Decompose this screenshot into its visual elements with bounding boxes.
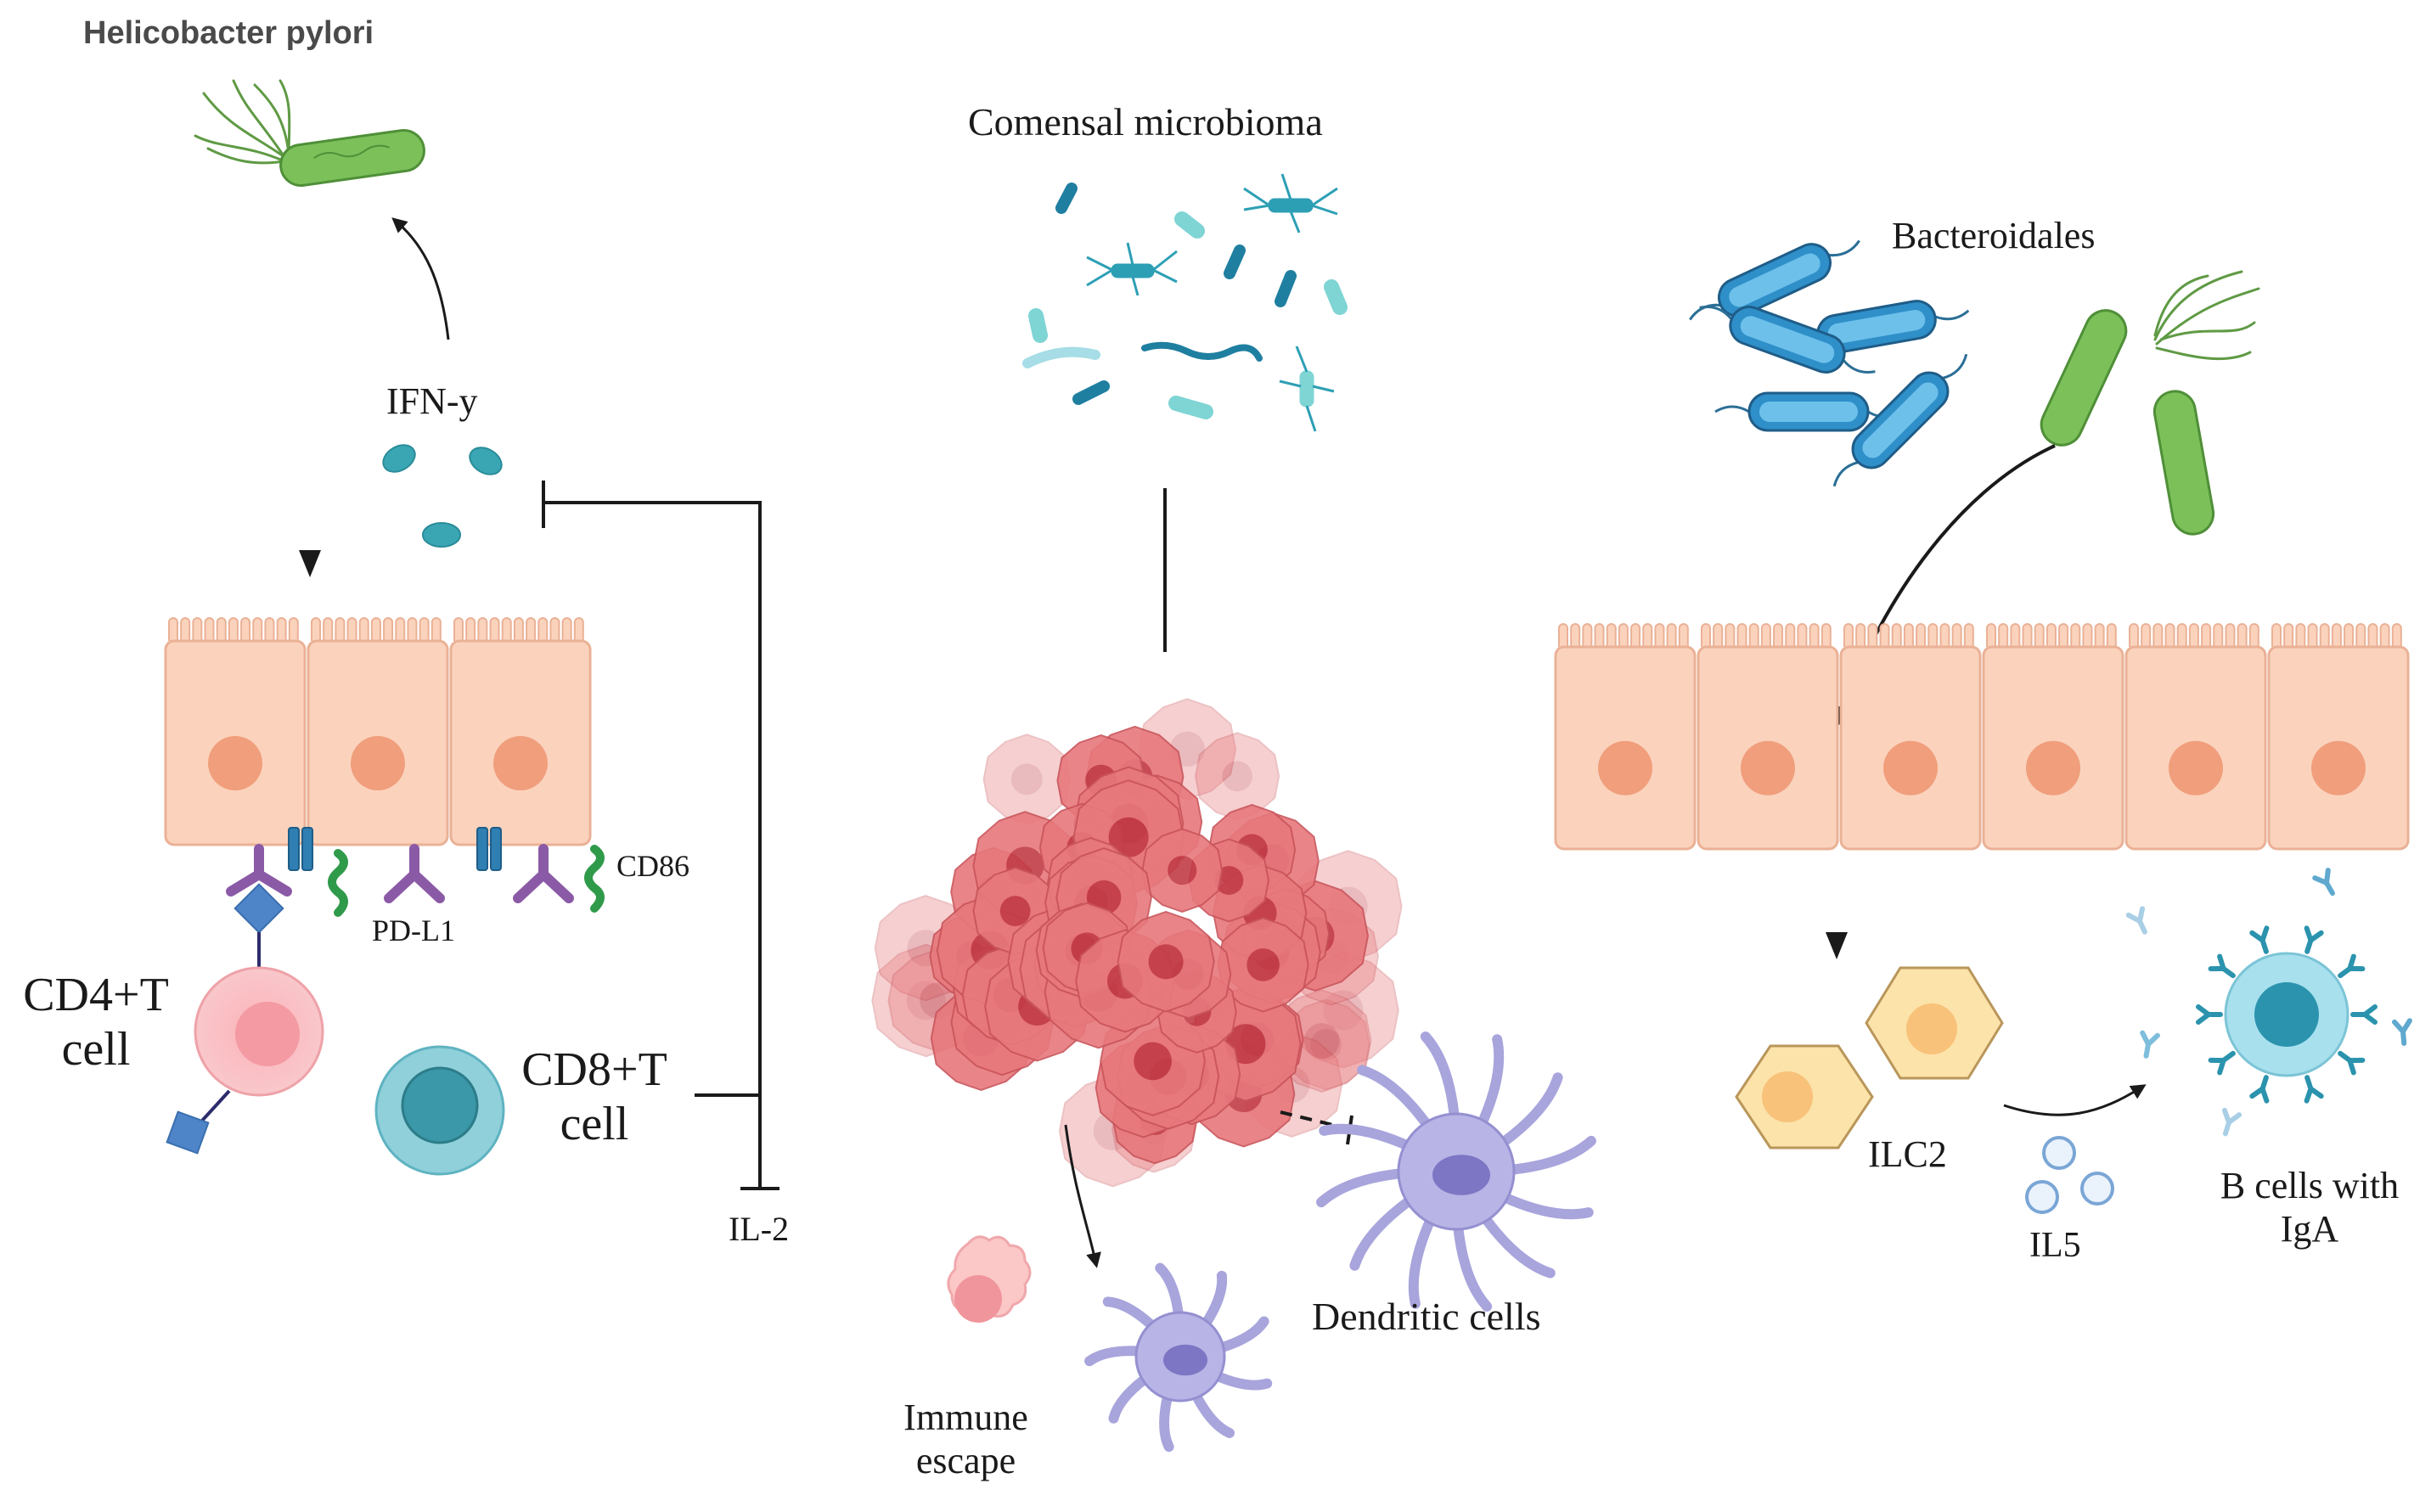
tumor-cell bbox=[1281, 998, 1370, 1091]
dendritic-cell-icon bbox=[1084, 1262, 1273, 1453]
antibody bbox=[2350, 1004, 2378, 1025]
bacteroidales-rod bbox=[1714, 391, 1903, 432]
tumor-cell bbox=[1117, 911, 1215, 1013]
pdl1-label: PD-L1 bbox=[372, 913, 455, 947]
mhc-receptor-icon bbox=[288, 827, 502, 871]
antibody-icon bbox=[2125, 868, 2412, 1137]
bacteroidales-rod bbox=[1783, 300, 1970, 354]
il2-label: IL-2 bbox=[729, 1210, 790, 1248]
epithelial-cell bbox=[1697, 623, 1839, 851]
epithelial-cell bbox=[2267, 623, 2410, 851]
bacteroidales-rod bbox=[1699, 306, 1876, 374]
antibody bbox=[2338, 1050, 2366, 1076]
free-antibody bbox=[2221, 1107, 2242, 1137]
cd86-icon bbox=[328, 845, 605, 917]
pd1-receptor-icon bbox=[226, 844, 292, 972]
commensal-label: Comensal microbioma bbox=[968, 100, 1323, 143]
free-antibody bbox=[2312, 868, 2335, 897]
dendritic-cells-label: Dendritic cells bbox=[1312, 1295, 1541, 1338]
ifn-molecule-icon bbox=[382, 444, 503, 548]
epithelial-cell bbox=[2124, 623, 2267, 851]
epithelial-cell bbox=[307, 617, 449, 846]
ilc2-label: ILC2 bbox=[1868, 1133, 1947, 1175]
epithelial-cell bbox=[449, 617, 592, 846]
antibody bbox=[2338, 953, 2366, 979]
antibody bbox=[2249, 925, 2270, 954]
antibody bbox=[2208, 953, 2236, 979]
epithelium-left bbox=[164, 617, 592, 846]
bacteroidales-icon bbox=[1689, 239, 1970, 487]
dendritic-cell-icon bbox=[1316, 1031, 1596, 1312]
il5-label: IL5 bbox=[2029, 1226, 2081, 1265]
free-antibody bbox=[2140, 1030, 2160, 1059]
b-cell-icon bbox=[2224, 952, 2349, 1077]
bacteroidales-rod bbox=[1689, 239, 1860, 321]
epithelium-right bbox=[1554, 623, 2410, 851]
epithelial-cell bbox=[1982, 623, 2124, 851]
commensal-bacteria-icon bbox=[1022, 173, 1348, 432]
pdl1-icon bbox=[384, 844, 574, 903]
antibody bbox=[2304, 925, 2324, 954]
il5-molecule-icon bbox=[2025, 1136, 2114, 1214]
epithelial-cell bbox=[1839, 623, 1982, 851]
cd8-t-cell-icon bbox=[374, 1045, 505, 1176]
antibody bbox=[2196, 1004, 2223, 1025]
antibody bbox=[2208, 1050, 2236, 1076]
free-antibody bbox=[2125, 906, 2147, 935]
cd86-label: CD86 bbox=[616, 849, 690, 883]
epithelial-cell bbox=[164, 617, 307, 846]
antibody bbox=[2304, 1075, 2324, 1104]
helicobacter-label: Helicobacter pylori bbox=[83, 15, 374, 51]
ifn-label: IFN-y bbox=[386, 380, 478, 422]
tumor-mass-icon bbox=[871, 698, 1403, 1188]
epithelial-cell bbox=[1554, 623, 1697, 851]
cd4-t-cell-icon bbox=[166, 966, 324, 1155]
tumor-cell bbox=[1217, 917, 1309, 1013]
helicobacter-icon bbox=[2040, 270, 2260, 536]
bacteroidales-label: Bacteroidales bbox=[1892, 215, 2096, 256]
helicobacter-icon bbox=[194, 79, 425, 187]
free-antibody bbox=[2391, 1018, 2412, 1046]
immune-cell-icon bbox=[947, 1235, 1032, 1323]
ilc2-cell-icon bbox=[1735, 966, 2004, 1149]
antibody bbox=[2249, 1075, 2270, 1104]
tumor-cell bbox=[982, 734, 1071, 825]
